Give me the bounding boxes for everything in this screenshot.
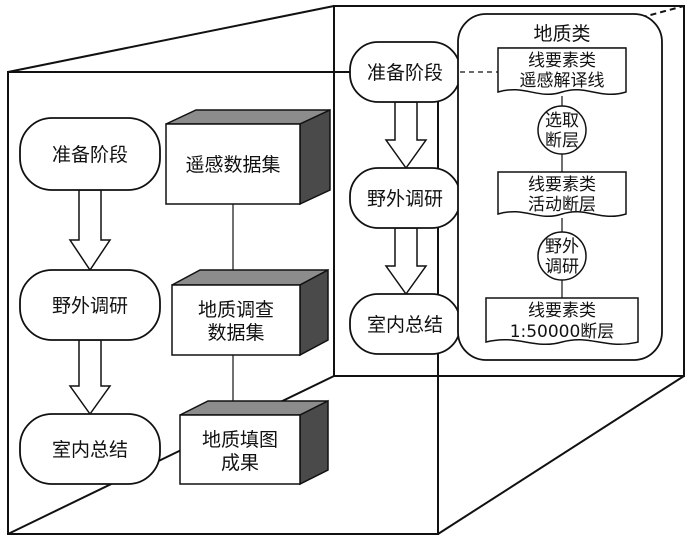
geology-panel-title: 地质类 [533,23,590,45]
doc-2-line-2: 活动断层 [528,195,596,215]
remote-box-front [165,123,301,205]
back-face-arrows [384,101,428,296]
doc-1-shape [497,47,627,96]
left-stage-2: 野外调研 [19,269,161,341]
left-stage-3: 室内总结 [19,413,161,485]
doc-3-line-1: 线要素类 [528,301,596,321]
cube-back-face [333,5,685,377]
step-1-line-1: 选取 [545,111,579,131]
survey-box-line-1: 地质调查 [198,299,274,321]
left-stage-1: 准备阶段 [19,117,161,191]
left-arrows [68,189,112,416]
left-stage-1-shape [19,117,161,191]
step-2-line-1: 野外 [545,237,579,257]
back-stage-1: 准备阶段 [349,41,461,103]
result-box-line-2: 成果 [221,452,259,474]
survey-box-side [299,268,329,357]
down-arrow-left-1 [68,189,112,272]
left-stage-2-shape [19,269,161,341]
back-stage-3-label: 室内总结 [367,314,443,336]
back-stage-1-label: 准备阶段 [367,62,443,84]
back-stage-3: 室内总结 [349,293,461,355]
cube-edge-top-left [7,5,335,73]
result-box-front [179,414,301,485]
survey-box-line-2: 数据集 [207,322,264,344]
doc-2-line-1: 线要素类 [528,175,596,195]
remote-sensing-data-box: 遥感数据集 [165,108,331,206]
doc-1-line-1: 线要素类 [528,51,596,71]
remote-box-side [299,108,331,206]
step-1-line-2: 断层 [545,131,579,151]
doc-2-shape [497,171,627,218]
cube-edge-bottom-right [437,375,685,535]
result-box-line-1: 地质填图 [202,429,278,451]
down-arrow-back-2 [384,227,428,296]
left-stage-2-label: 野外调研 [52,295,128,317]
down-arrow-left-2 [68,339,112,416]
down-arrow-back-1 [384,101,428,170]
mapping-result-box: 地质填图 成果 [179,399,329,486]
result-box-side [299,399,329,486]
geology-panel: 地质类 线要素类 遥感解译线 选取 断层 线要素类 活动断层 野外 调研 线要素… [457,13,663,361]
back-stage-2: 野外调研 [349,167,461,229]
geo-survey-data-box: 地质调查 数据集 [171,268,329,357]
doc-3-line-2: 1:50000断层 [510,322,615,342]
remote-box-label: 遥感数据集 [185,154,280,176]
left-stage-3-label: 室内总结 [52,439,128,461]
step-2-line-2: 调研 [545,257,579,277]
survey-box-front [171,284,301,356]
doc-1-line-2: 遥感解译线 [520,71,605,91]
doc-3-shape [485,297,639,346]
back-stage-2-label: 野外调研 [367,188,443,210]
left-stage-3-shape [19,413,161,485]
left-stage-1-label: 准备阶段 [52,144,128,166]
